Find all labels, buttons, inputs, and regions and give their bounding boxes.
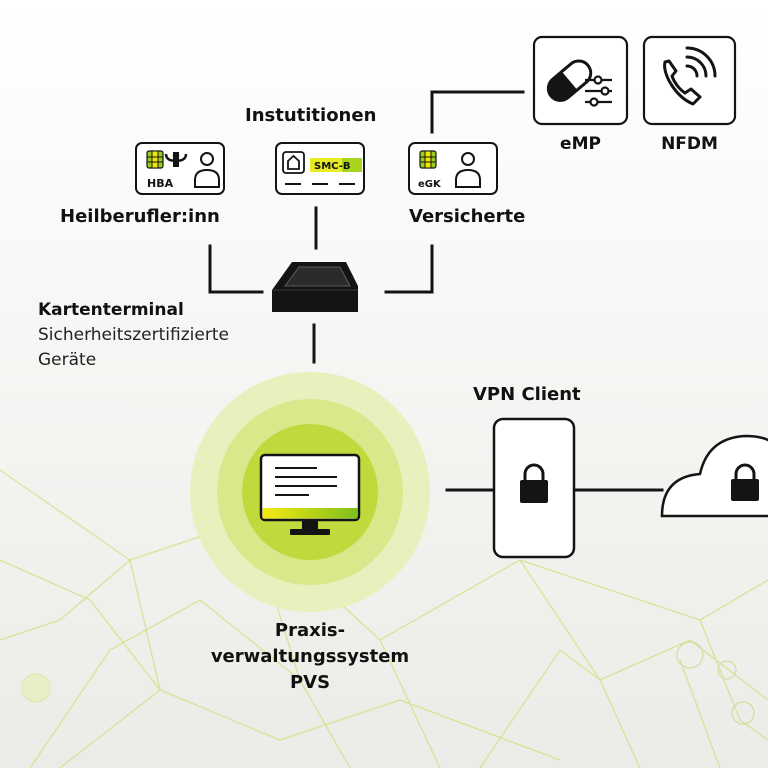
label-nfdm: NFDM [661, 134, 718, 154]
label-vpn-client: VPN Client [473, 384, 581, 405]
monitor-icon [259, 453, 361, 535]
label-pvs-line2: verwaltungssystem [210, 646, 410, 667]
background-nodes [21, 641, 755, 725]
cloud-lock-icon [660, 434, 768, 518]
smcb-card: SMC-B [275, 142, 365, 195]
chip-icon [146, 150, 164, 169]
egk-card-label: eGK [418, 179, 442, 190]
home-icon [282, 151, 305, 174]
hba-card: HBA [135, 142, 225, 195]
connector-lines [208, 90, 664, 492]
label-kartenterminal-sub1: Sicherheitszertifizierte [38, 325, 229, 345]
hba-card-label: HBA [147, 177, 174, 190]
label-versicherte: Versicherte [409, 206, 526, 227]
label-pvs-line3: PVS [289, 672, 331, 693]
emp-icon [532, 35, 629, 126]
egk-card: eGK [408, 142, 498, 195]
label-kartenterminal: Kartenterminal [38, 300, 184, 320]
label-kartenterminal-sub2: Geräte [38, 350, 97, 370]
smcb-card-label: SMC-B [314, 161, 351, 172]
vpn-client-box [492, 417, 576, 559]
background-network [0, 469, 768, 768]
nfdm-icon [642, 35, 737, 126]
label-institutionen: Instutitionen [245, 105, 377, 126]
card-terminal-icon [272, 262, 358, 312]
chip-icon [419, 150, 437, 169]
lock-icon [520, 463, 548, 503]
person-icon [194, 152, 220, 188]
label-heilberufler: Heilberufler:inn [60, 206, 220, 227]
person-icon [455, 152, 481, 188]
medical-cross-icon [164, 152, 188, 167]
label-emp: eMP [560, 134, 601, 154]
label-pvs-line1: Praxis- [274, 620, 346, 641]
